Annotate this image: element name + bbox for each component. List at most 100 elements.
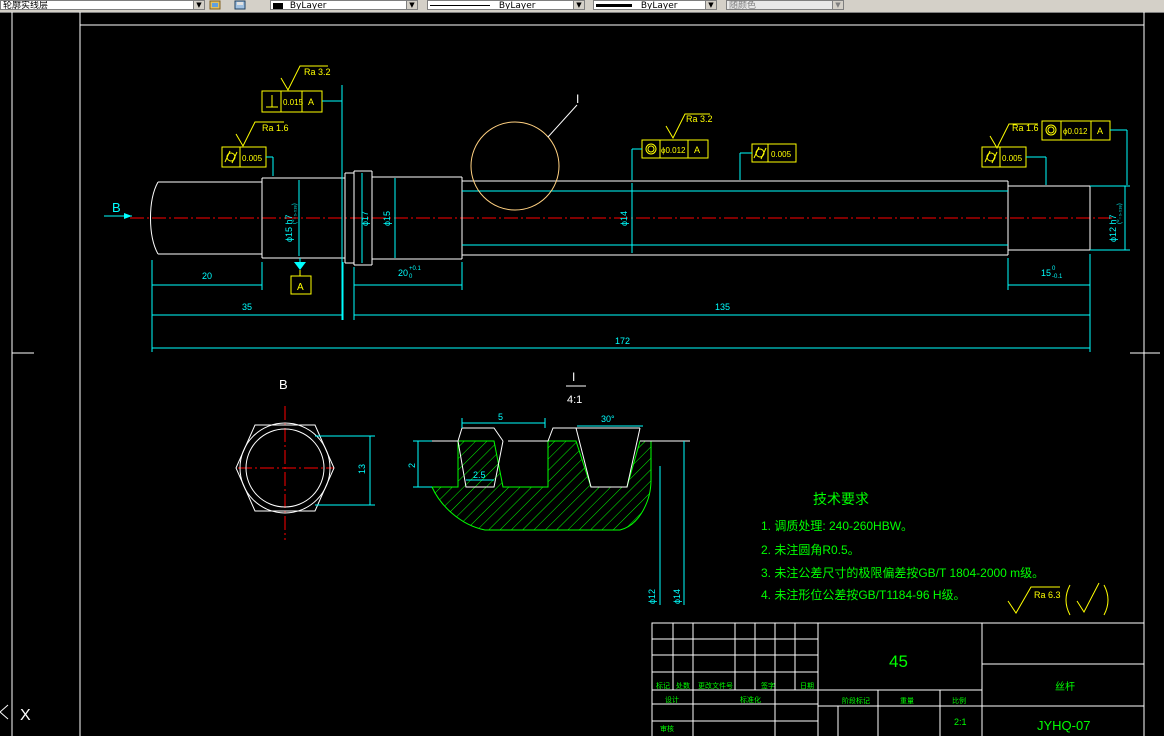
- ra-32-mid: Ra 3.2: [686, 114, 713, 124]
- color-dropdown[interactable]: ByLayer ▼: [270, 0, 418, 10]
- detail-title: I: [572, 370, 575, 384]
- detail-dim-2: 2: [407, 463, 417, 468]
- dim-phi15-tol: (⁰₋₀.₀₁₈): [291, 203, 298, 224]
- gdt-texts: Ra 3.2 0.015 A Ra 1.6 0.005 Ra 3.2 ϕ0.01…: [242, 67, 1103, 163]
- detail-dim-5: 5: [498, 412, 503, 422]
- linetype-dropdown-value: ByLayer: [498, 1, 536, 10]
- chevron-down-icon[interactable]: ▼: [406, 1, 417, 9]
- ucs-x-label: X: [20, 707, 31, 724]
- title-block: [651, 622, 1145, 736]
- chevron-down-icon[interactable]: ▼: [832, 1, 843, 9]
- conc-right-value: ϕ0.012: [1063, 127, 1088, 136]
- layer-manager-icon[interactable]: [209, 0, 221, 10]
- command-line[interactable]: [0, 736, 1164, 741]
- ra-16-left: Ra 1.6: [262, 123, 289, 133]
- detail-view: I 4:1 5: [407, 370, 690, 605]
- color-swatch: [273, 2, 283, 9]
- detail-dim-25: 2.5: [473, 470, 486, 480]
- drawing-number: JYHQ-07: [1037, 718, 1090, 733]
- layer-dropdown-value: 轮廓实线层: [3, 1, 49, 10]
- detail-scale: 4:1: [567, 394, 582, 406]
- dim-20-tol-sub: 0: [409, 274, 413, 280]
- cylindricity-icon: [753, 146, 767, 160]
- dim-20-tol-sup: +0.1: [409, 266, 422, 272]
- detail-dim-30: 30°: [601, 414, 615, 424]
- cyl-left: 0.005: [242, 154, 263, 163]
- lineweight-sample: [596, 4, 632, 7]
- linetype-sample: [430, 5, 490, 6]
- dim-phi15: ϕ15: [382, 211, 392, 226]
- dim-phi15-h7: ϕ15 h7: [284, 214, 294, 242]
- cyl-mid: 0.005: [771, 150, 792, 159]
- view-b: B 13: [235, 377, 375, 514]
- dim-across-flats: 13: [357, 464, 367, 474]
- ucs-icon: [0, 704, 9, 720]
- tech-req-title: 技术要求: [813, 491, 869, 507]
- row-label: 设计: [665, 695, 679, 704]
- scale-value: 2:1: [954, 717, 967, 727]
- detail-callout-label: I: [576, 92, 579, 106]
- thread-lines: [462, 190, 1008, 246]
- gdt-annotations: [221, 65, 1128, 320]
- row-label: 日期: [800, 682, 814, 690]
- ra-16-right: Ra 1.6: [1012, 123, 1039, 133]
- chevron-down-icon[interactable]: ▼: [573, 1, 584, 9]
- stage-header: 比例: [952, 696, 966, 705]
- chevron-down-icon[interactable]: ▼: [193, 1, 204, 9]
- dim-phi17: ϕ17: [360, 211, 370, 226]
- dim-135: 135: [715, 302, 730, 312]
- perp-value: 0.015: [283, 98, 304, 107]
- lineweight-dropdown-value: ByLayer: [640, 1, 678, 10]
- dim-phi12-h7: ϕ12 h7: [1108, 214, 1118, 242]
- row-label: 标记: [656, 681, 670, 690]
- perp-datum: A: [308, 97, 314, 107]
- tech-req-item: 4. 未注形位公差按GB/T1184-96 H级。: [761, 587, 966, 602]
- dim-35: 35: [242, 302, 252, 312]
- row-label: 标准化: [740, 695, 761, 704]
- dim-phi14: ϕ14: [619, 211, 629, 226]
- color-dropdown-value: ByLayer: [289, 1, 327, 10]
- dim-15-tol-sup: 0: [1052, 266, 1056, 272]
- linetype-dropdown[interactable]: ByLayer ▼: [427, 0, 585, 10]
- drawing-canvas[interactable]: 20 35 135 172 20 +0.1 0 15 0 -0.1 ϕ15 h7…: [0, 12, 1164, 736]
- cylindricity-icons: [224, 146, 998, 164]
- dimension-lines: [151, 173, 1130, 352]
- dim-15-tol-sub: -0.1: [1052, 274, 1063, 280]
- row-label: 签字: [761, 681, 775, 690]
- ra-32-left: Ra 3.2: [304, 67, 331, 77]
- detail-dim-phi14: ϕ14: [672, 589, 682, 604]
- stage-header: 重量: [900, 697, 914, 705]
- cylindricity-icon: [984, 150, 998, 164]
- chevron-down-icon[interactable]: ▼: [705, 1, 716, 9]
- layer-dropdown[interactable]: 轮廓实线层 ▼: [0, 0, 205, 10]
- dim-172: 172: [615, 336, 630, 346]
- plotstyle-dropdown[interactable]: 随颜色 ▼: [726, 0, 844, 10]
- dim-15-tol: 15: [1041, 268, 1051, 278]
- layer-states-icon[interactable]: [234, 0, 246, 10]
- dimension-texts: 20 35 135 172 20 +0.1 0 15 0 -0.1 ϕ15 h7…: [202, 203, 1123, 346]
- general-roughness-label: Ra 6.3: [1034, 590, 1061, 600]
- tech-req-item: 3. 未注公差尺寸的极限偏差按GB/T 1804-2000 m级。: [761, 565, 1044, 580]
- view-b-arrow-label: B: [112, 200, 121, 215]
- title-block-texts: 45 丝杆 JYHQ-07 2:1 标记 处数 更改文件号 签字 日期 设计 标…: [656, 652, 1090, 733]
- detail-callout: I: [470, 92, 579, 211]
- detail-dim-phi12: ϕ12: [647, 589, 657, 604]
- conc-mid-value: ϕ0.012: [661, 146, 686, 155]
- shaft-outline: [150, 170, 1091, 266]
- drawing-frame: [11, 12, 1160, 736]
- properties-toolbar: 轮廓实线层 ▼ ByLayer ▼ ByLayer ▼ ByLayer ▼ 随颜…: [0, 0, 1164, 13]
- row-label: 更改文件号: [698, 681, 733, 690]
- lineweight-dropdown[interactable]: ByLayer ▼: [593, 0, 717, 10]
- tech-req-item: 1. 调质处理: 240-260HBW。: [761, 519, 913, 533]
- row-label: 处数: [676, 681, 690, 690]
- dim-phi12-tol: (⁰₋₀.₀₁₈): [1116, 203, 1123, 224]
- conc-right-datum: A: [1097, 126, 1103, 136]
- view-b-title: B: [279, 377, 288, 392]
- centerlines: [130, 217, 1115, 540]
- datum-a-label: A: [297, 282, 304, 293]
- technical-requirements: 技术要求 1. 调质处理: 240-260HBW。 2. 未注圆角R0.5。 3…: [761, 491, 1044, 602]
- material: 45: [889, 652, 908, 671]
- view-b-arrow: B: [104, 200, 132, 219]
- row-label: 审核: [660, 724, 674, 733]
- datum-a: A: [290, 258, 312, 295]
